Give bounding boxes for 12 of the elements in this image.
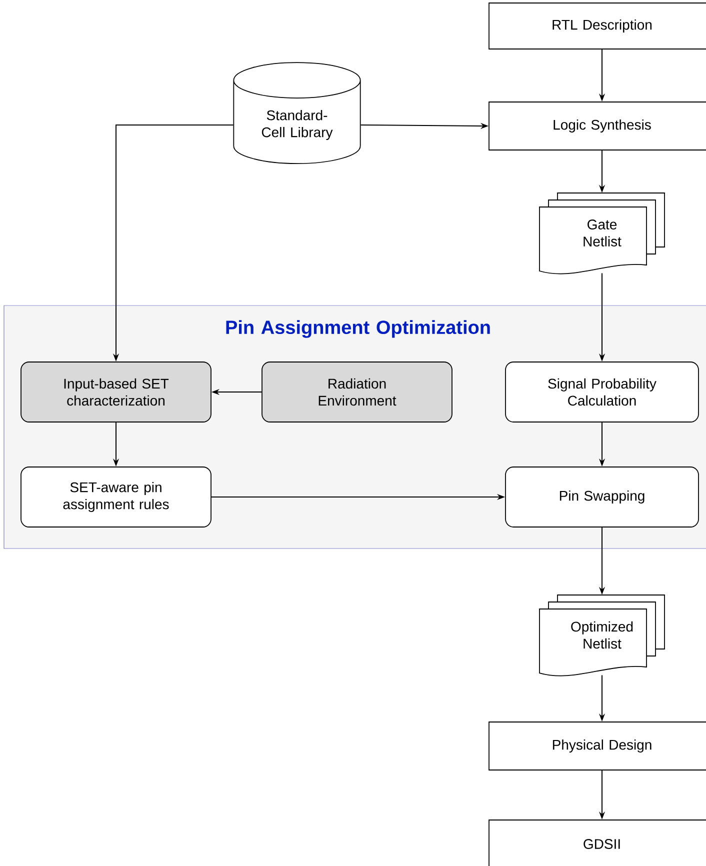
- process-box: Signal Probability Calculation: [505, 362, 699, 422]
- process-box: Logic Synthesis: [488, 102, 706, 150]
- process-box: Input-based SET characterization: [20, 362, 212, 422]
- document-stack: Gate Netlist: [539, 192, 665, 274]
- process-box: Pin Swapping: [505, 466, 699, 528]
- process-box: Radiation Environment: [262, 362, 452, 422]
- process-box: RTL Description: [488, 2, 706, 50]
- process-box: Physical Design: [488, 722, 706, 770]
- process-box: GDSII: [488, 820, 706, 866]
- process-box: SET-aware pin assignment rules: [20, 466, 212, 528]
- database-cylinder: Standard-Cell Library: [233, 62, 361, 164]
- document-stack: Optimized Netlist: [539, 594, 665, 676]
